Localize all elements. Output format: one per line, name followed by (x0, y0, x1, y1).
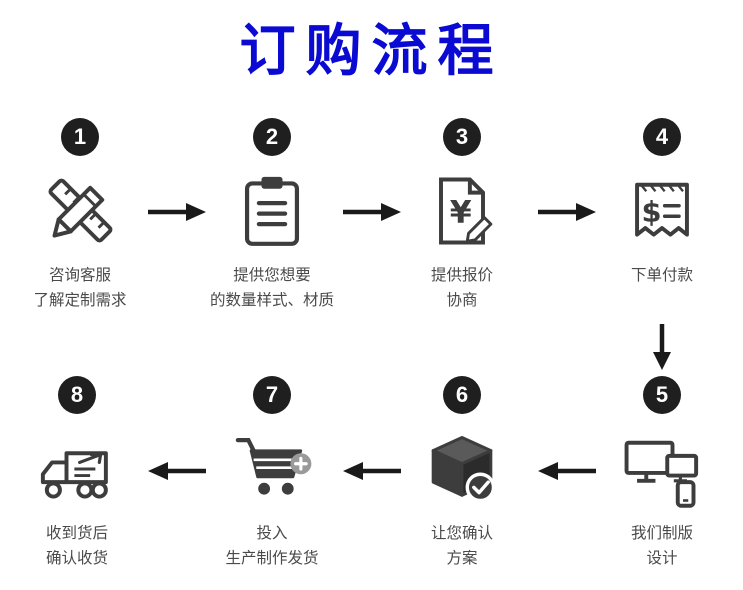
arrow-right-icon (343, 200, 401, 224)
caption-line: 提供报价 (430, 267, 493, 284)
step-5: 5 我们制版 设计 (572, 376, 743, 572)
page-title: 订购流程 (239, 19, 504, 82)
step-number-badge: 8 (58, 376, 96, 414)
quote-document-icon: ¥ (420, 162, 504, 260)
arrow-left-icon (148, 459, 206, 483)
step-caption: 下单付款 (631, 264, 693, 289)
step-number-badge: 4 (643, 118, 681, 156)
design-devices-icon (620, 420, 704, 518)
arrow-down-icon (650, 324, 674, 370)
step-6: 6 让您确认 方案 (372, 376, 552, 572)
step-caption: 收到货后 确认收货 (46, 522, 108, 572)
step-caption: 提供报价 协商 (431, 264, 493, 314)
caption-line: 咨询客服 (48, 267, 111, 284)
confirm-box-icon (420, 420, 504, 518)
step-caption: 让您确认 方案 (431, 522, 493, 572)
step-3: 3 ¥ 提供报价 协商 (372, 118, 552, 314)
caption-line: 了解定制需求 (33, 291, 127, 309)
caption-line: 让您确认 (430, 525, 493, 542)
caption-line: 设计 (646, 549, 678, 567)
caption-line: 下单付款 (630, 267, 693, 284)
caption-line: 方案 (446, 549, 478, 567)
step-number-badge: 5 (643, 376, 681, 414)
step-2: 2 提供您想要 的数量样式、材质 (182, 118, 362, 314)
step-1: 1 咨询客服 了解定制需求 (0, 118, 170, 314)
caption-line: 生产制作发货 (225, 549, 319, 567)
caption-line: 协商 (446, 291, 478, 309)
step-number-badge: 3 (443, 118, 481, 156)
clipboard-icon (230, 162, 314, 260)
delivery-truck-icon (35, 420, 119, 518)
caption-line: 我们制版 (630, 525, 693, 542)
step-caption: 投入 生产制作发货 (225, 522, 318, 572)
arrow-right-icon (538, 200, 596, 224)
step-number-badge: 7 (253, 376, 291, 414)
step-4: 4 $ 下单付款 (572, 118, 743, 289)
svg-text:$: $ (641, 195, 661, 229)
pencil-ruler-icon (38, 162, 122, 260)
caption-line: 收到货后 (45, 525, 108, 542)
arrow-right-icon (148, 200, 206, 224)
production-cart-icon (230, 420, 314, 518)
svg-text:¥: ¥ (450, 195, 472, 231)
step-number-badge: 2 (253, 118, 291, 156)
step-number-badge: 1 (61, 118, 99, 156)
receipt-payment-icon: $ (620, 162, 704, 260)
arrow-left-icon (343, 459, 401, 483)
caption-line: 的数量样式、材质 (209, 291, 334, 309)
caption-line: 投入 (256, 525, 288, 542)
step-caption: 我们制版 设计 (631, 522, 693, 572)
step-caption: 咨询客服 了解定制需求 (33, 264, 126, 314)
caption-line: 提供您想要 (233, 267, 311, 284)
step-number-badge: 6 (443, 376, 481, 414)
step-8: 8 收到货后 确认收货 (0, 376, 167, 572)
step-caption: 提供您想要 的数量样式、材质 (210, 264, 334, 314)
step-7: 7 投入 生产制作发货 (182, 376, 362, 572)
caption-line: 确认收货 (45, 549, 108, 567)
arrow-left-icon (538, 459, 596, 483)
